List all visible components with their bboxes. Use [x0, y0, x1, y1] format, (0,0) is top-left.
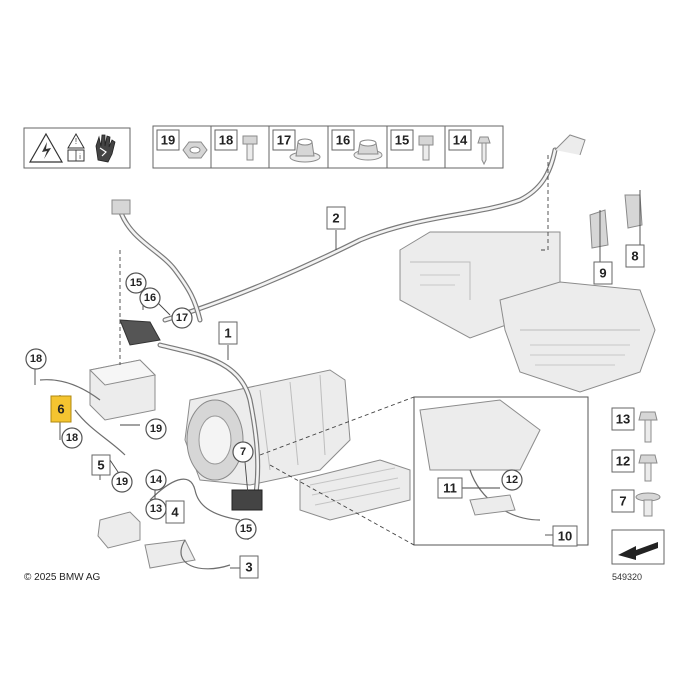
- cable-5: [74, 409, 126, 456]
- svg-text:1: 1: [224, 326, 231, 341]
- callout-14[interactable]: 14: [145, 469, 167, 491]
- svg-text:19: 19: [116, 476, 128, 488]
- svg-text:6: 6: [57, 402, 64, 417]
- svg-text:16: 16: [336, 133, 350, 148]
- cable-harness-2: [162, 134, 586, 323]
- svg-text:14: 14: [453, 133, 468, 148]
- svg-text:18: 18: [219, 133, 233, 148]
- svg-text:13: 13: [150, 503, 162, 515]
- svg-text:13: 13: [616, 412, 630, 427]
- svg-text:15: 15: [240, 523, 252, 535]
- bracket-9: [589, 209, 609, 249]
- svg-text:17: 17: [277, 133, 291, 148]
- warning-panel: ! i: [23, 127, 131, 169]
- callout-19-upper[interactable]: 19: [145, 418, 167, 440]
- callout-3[interactable]: 3: [239, 555, 259, 579]
- hardware-label-15: 15: [390, 129, 414, 151]
- callout-1[interactable]: 1: [218, 321, 238, 345]
- hex-nut-19-icon: [182, 141, 208, 159]
- svg-text:12: 12: [506, 474, 518, 486]
- svg-text:7: 7: [619, 494, 626, 509]
- svg-text:4: 4: [171, 505, 179, 520]
- svg-text:16: 16: [144, 292, 156, 304]
- navigation-arrow-icon[interactable]: [611, 529, 665, 565]
- screw-14-icon: [477, 136, 491, 166]
- svg-text:10: 10: [558, 529, 572, 544]
- svg-text:14: 14: [150, 474, 163, 486]
- callout-16[interactable]: 16: [139, 287, 161, 309]
- svg-text:9: 9: [599, 266, 606, 281]
- svg-text:17: 17: [176, 312, 188, 324]
- svg-text:12: 12: [616, 454, 630, 469]
- power-electronics-unit: [299, 459, 411, 521]
- callout-13[interactable]: 13: [145, 498, 167, 520]
- small-module-4: [97, 511, 196, 569]
- cable-4: [149, 478, 241, 521]
- svg-text:15: 15: [395, 133, 409, 148]
- svg-text:19: 19: [150, 423, 162, 435]
- callout-6[interactable]: 6: [50, 395, 72, 423]
- callout-12[interactable]: 12: [501, 469, 523, 491]
- copyright-text: © 2025 BMW AG: [24, 572, 101, 583]
- callout-5[interactable]: 5: [91, 454, 111, 476]
- svg-text:i: i: [79, 154, 81, 161]
- svg-text:18: 18: [30, 353, 42, 365]
- protective-glove-icon: [95, 134, 116, 163]
- read-manual-icon: ! i: [67, 132, 85, 162]
- side-parts: 13 12 7 549320: [611, 407, 665, 582]
- clip-7-icon: [635, 492, 661, 517]
- svg-text:8: 8: [631, 249, 638, 264]
- svg-text:11: 11: [443, 481, 457, 496]
- high-voltage-battery: [399, 231, 656, 393]
- bolt-13-icon: [638, 411, 658, 443]
- callout-4[interactable]: 4: [165, 500, 185, 524]
- hardware-label-16: 16: [331, 129, 355, 151]
- callout-7[interactable]: 7: [232, 441, 254, 463]
- hardware-label-18: 18: [214, 129, 238, 151]
- callout-8[interactable]: 8: [625, 244, 645, 268]
- svg-text:19: 19: [161, 133, 175, 148]
- callout-11[interactable]: 11: [437, 477, 463, 499]
- callout-18-lower[interactable]: 18: [61, 427, 83, 449]
- transmission: [184, 369, 351, 486]
- bolt-12-icon: [638, 454, 658, 482]
- callout-15-upper[interactable]: 15: [125, 272, 147, 294]
- detail-inset: [413, 396, 589, 546]
- bolt-15-icon: [418, 135, 434, 161]
- svg-text:2: 2: [332, 211, 339, 226]
- cable-6: [39, 379, 101, 401]
- svg-text:3: 3: [245, 560, 252, 575]
- svg-text:18: 18: [66, 432, 78, 444]
- callout-10[interactable]: 10: [552, 525, 578, 547]
- svg-text:7: 7: [240, 446, 246, 458]
- flange-nut-16-icon: [353, 139, 383, 161]
- cable-3: [180, 539, 231, 570]
- callout-2[interactable]: 2: [326, 206, 346, 230]
- callout-19-lower[interactable]: 19: [111, 471, 133, 493]
- hardware-label-19: 19: [156, 129, 180, 151]
- flange-nut-17-icon: [289, 138, 321, 163]
- svg-text:!: !: [75, 137, 77, 146]
- cable-1: [157, 342, 263, 511]
- callout-18-upper[interactable]: 18: [25, 348, 47, 370]
- high-voltage-warning-icon: [28, 132, 64, 163]
- diagram-id: 549320: [612, 572, 642, 582]
- bracket-8: [624, 194, 643, 229]
- svg-text:15: 15: [130, 277, 142, 289]
- hardware-strip: 19 18 17 16 15 14: [152, 125, 504, 169]
- callout-9[interactable]: 9: [593, 261, 613, 285]
- bolt-18-icon: [242, 135, 258, 161]
- callout-15-lower[interactable]: 15: [235, 518, 257, 540]
- harness-upper-left: [111, 199, 203, 346]
- hardware-label-17: 17: [272, 129, 296, 151]
- control-module-6: [88, 359, 157, 421]
- hardware-label-14: 14: [448, 129, 472, 151]
- svg-text:5: 5: [97, 458, 104, 473]
- callout-17[interactable]: 17: [171, 307, 193, 329]
